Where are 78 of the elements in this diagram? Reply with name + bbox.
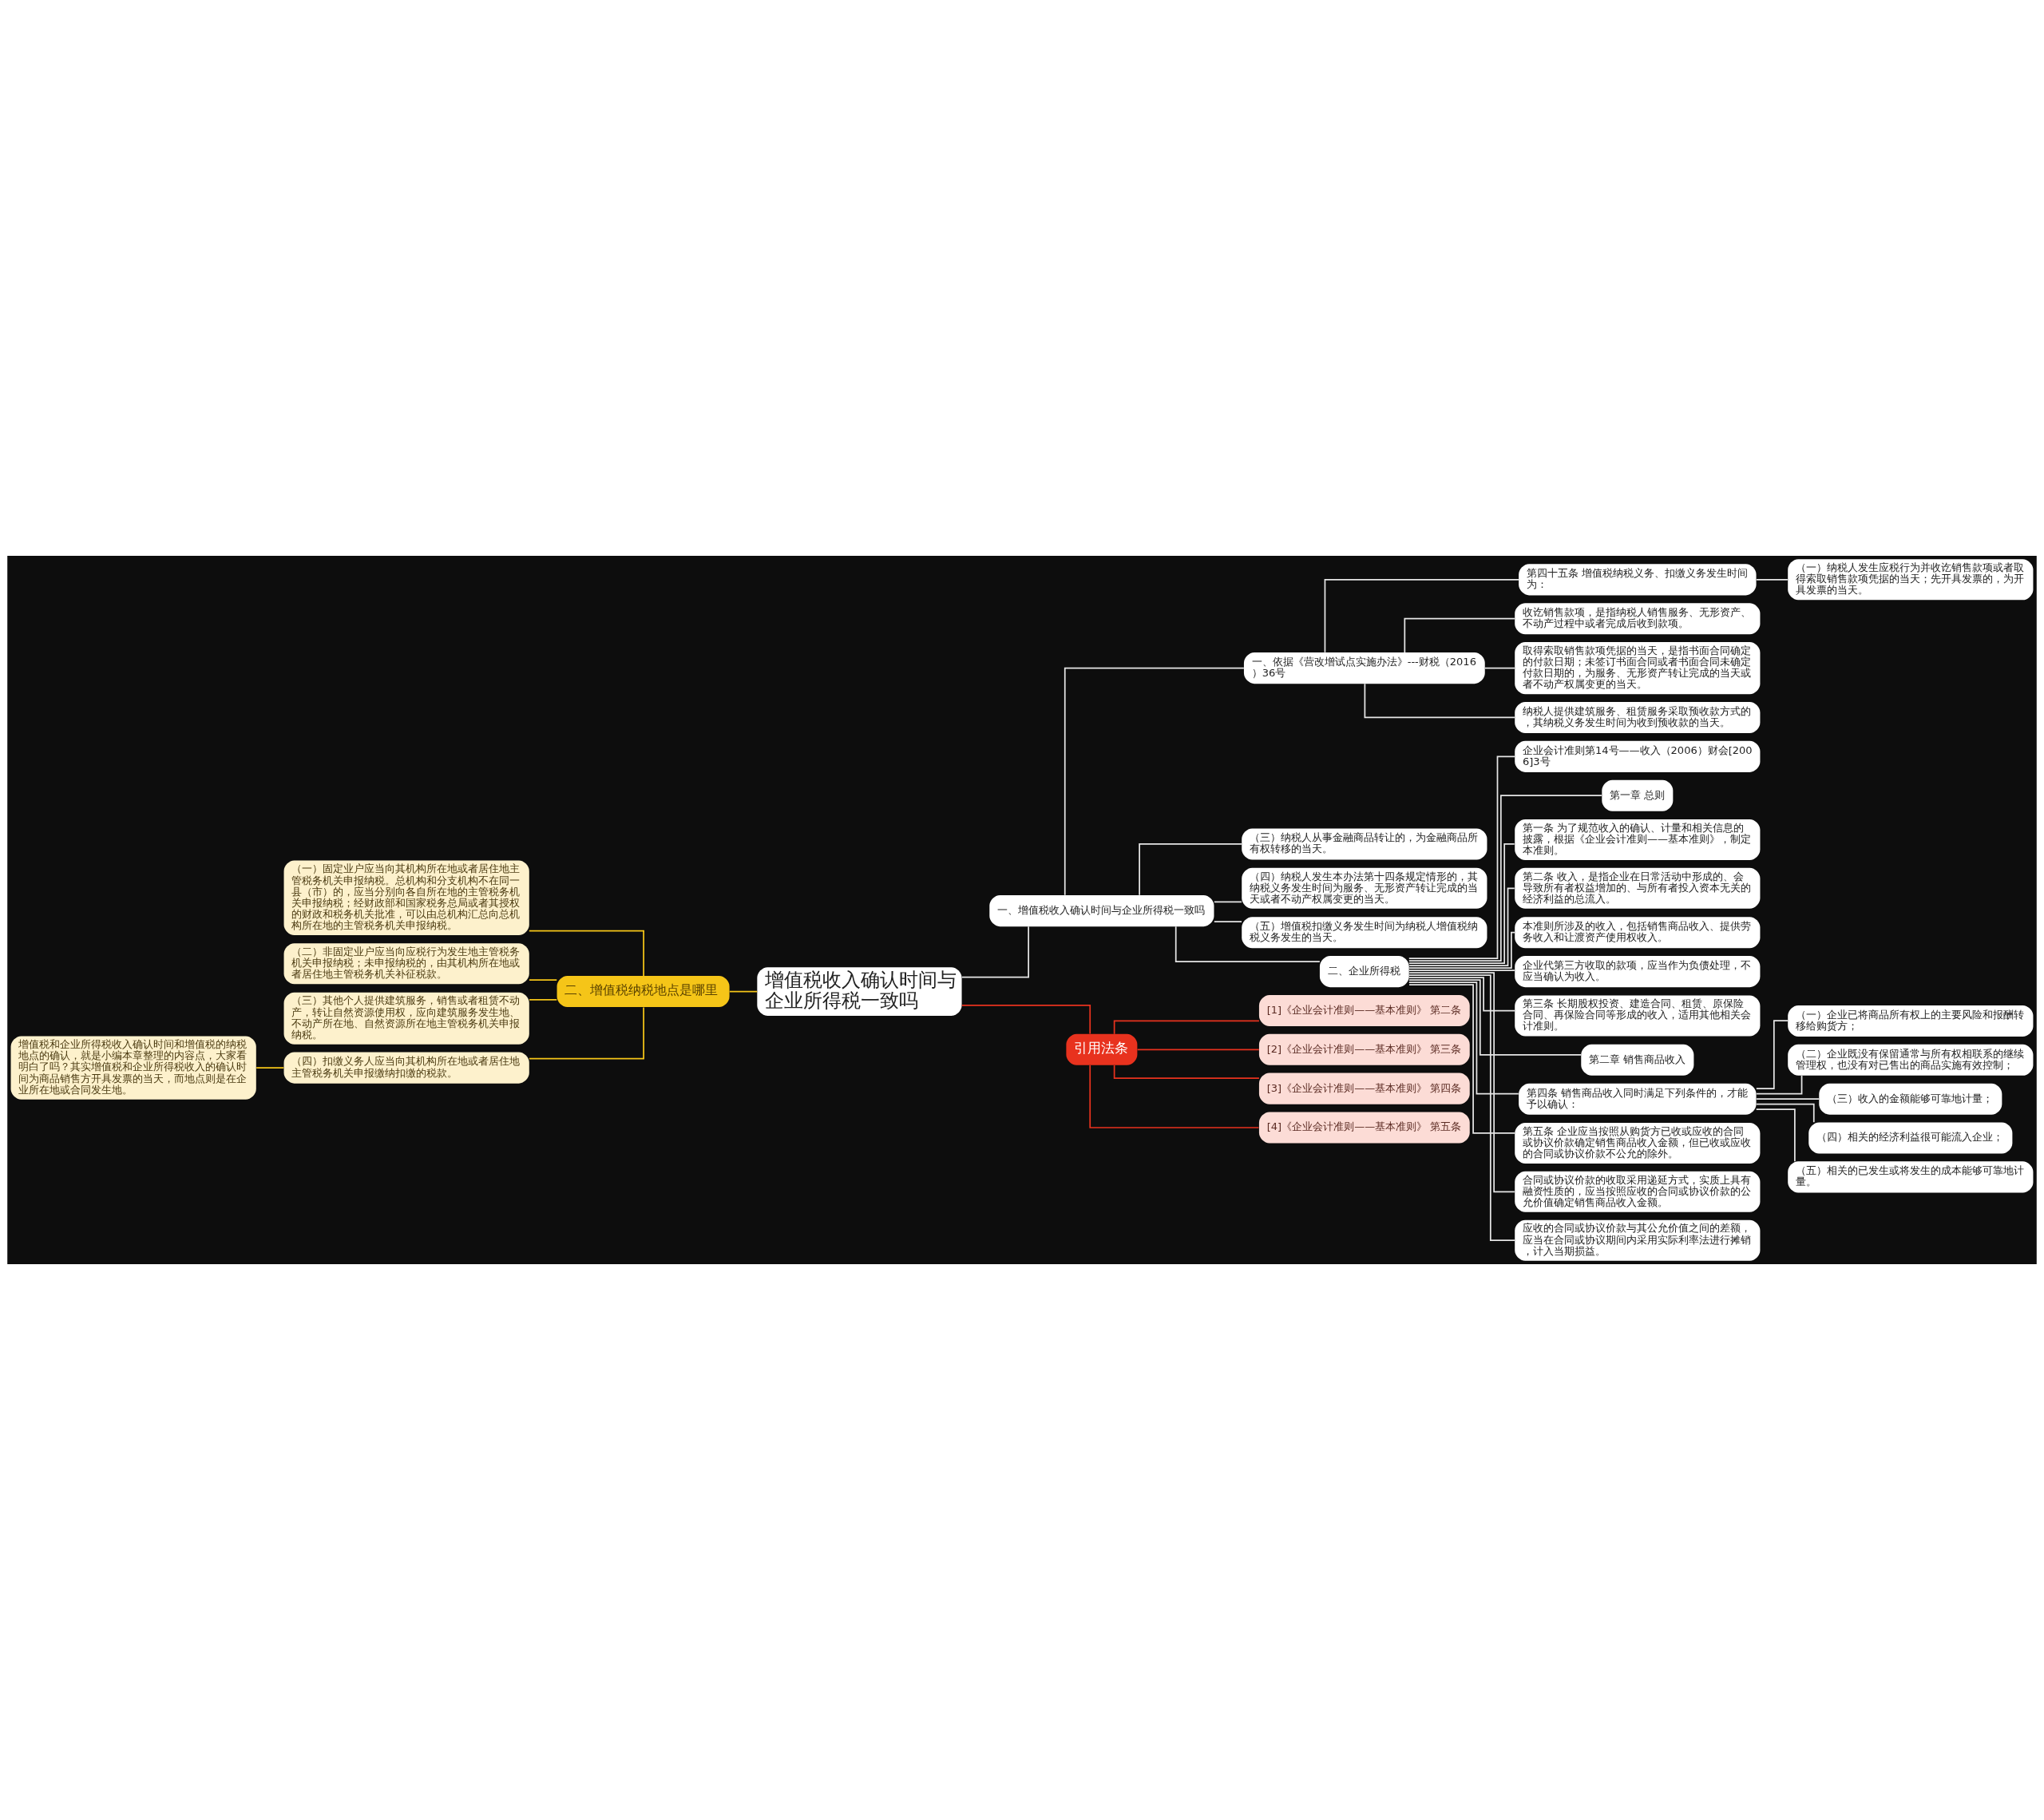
connector (1408, 843, 1515, 964)
connector (1483, 667, 1515, 669)
node-box: 增值税和企业所得税收入确认时间和增值税的纳税地点的确认，就是小编本章整理的内容点，大家看明白了吗？其实增值税和企业所得税收入的确认时间为商品销售方开具发票的当天，而地点则是在企业所在地或合同发生地。 (10, 1036, 256, 1100)
node-box: 引用法条 (1066, 1033, 1138, 1065)
connector (529, 1006, 644, 1060)
connector (1404, 617, 1515, 653)
connector (1113, 1065, 1260, 1079)
connector (1755, 1108, 1796, 1163)
node-box: 收讫销售款项，是指纳税人销售服务、无形资产、不动产过程中或者完成后收到款项。 (1515, 603, 1761, 635)
connector (1755, 1098, 1820, 1100)
connector (1113, 1020, 1260, 1035)
connector (1136, 1049, 1260, 1051)
connector (1408, 795, 1602, 962)
node-box: 应收的合同或协议价款与其公允价值之间的差额，应当在合同或协议期间内采用实际利率法进行摊销，计入当期损益。 (1515, 1219, 1761, 1261)
connector (1408, 931, 1515, 969)
node-box: 第四十五条 增值税纳税义务、扣缴义务发生时间为： (1519, 564, 1757, 596)
connector (1213, 921, 1242, 923)
node-box: 第二条 收入，是指企业在日常活动中形成的、会导致所有者权益增加的、与所有者投入资本无关的经济利益的总流入。 (1515, 867, 1761, 909)
connector (1755, 1020, 1789, 1089)
connector (1324, 579, 1519, 653)
connector (256, 1067, 285, 1069)
connector (1064, 667, 1245, 896)
connector (1408, 755, 1515, 959)
connector (1408, 979, 1583, 1056)
node-box: 一、增值税收入确认时间与企业所得税一致吗 (989, 895, 1214, 927)
connector (961, 926, 1029, 978)
node-box: （四）扣缴义务人应当向其机构所在地或者居住地主管税务机关申报缴纳扣缴的税款。 (283, 1052, 529, 1084)
node-box: （一）纳税人发生应税行为并收讫销售款项或者取得索取销售款项凭据的当天；先开具发票的，为开具发票的当天。 (1788, 559, 2034, 601)
node-box: 二、企业所得税 (1319, 956, 1409, 988)
node-box: （二）企业既没有保留通常与所有权相联系的继续管理权，也没有对已售出的商品实施有效控制； (1788, 1044, 2034, 1076)
node-box: 二、增值税纳税地点是哪里 (557, 976, 730, 1008)
node-box: （三）纳税人从事金融商品转让的，为金融商品所有权转移的当天。 (1242, 828, 1487, 860)
connector (1408, 984, 1515, 1134)
connector (1213, 901, 1242, 903)
node-box: 增值税收入确认时间与企业所得税一致吗 (757, 967, 962, 1016)
connector (1408, 969, 1515, 971)
connector (1755, 579, 1788, 581)
node-box: （五）增值税扣缴义务发生时间为纳税人增值税纳税义务发生的当天。 (1242, 917, 1487, 949)
connector (961, 1005, 1091, 1035)
connector (1175, 926, 1321, 962)
connector (728, 990, 759, 993)
node-box: （四）纳税人发生本办法第十四条规定情形的，其纳税义务发生时间为服务、无形资产转让完成的当天或者不动产权属变更的当天。 (1242, 867, 1487, 909)
node-box: [2]《企业会计准则——基本准则》 第三条 (1258, 1033, 1470, 1065)
node-box: （三）其他个人提供建筑服务，销售或者租赁不动产，转让自然资源使用权，应向建筑服务发生地、不动产所在地、自然资源所在地主管税务机关申报纳税。 (283, 992, 529, 1045)
connector (1755, 1103, 1815, 1124)
connector (1408, 972, 1515, 1193)
node-box: [1]《企业会计准则——基本准则》 第二条 (1258, 994, 1470, 1026)
node-box: 第五条 企业应当按照从购货方已收或应收的合同或协议价款确定销售商品收入金额，但已收或应收的合同或协议价款不公允的除外。 (1515, 1123, 1761, 1164)
connector (529, 999, 558, 1001)
connector (1408, 977, 1515, 1012)
node-box: 纳税人提供建筑服务、租赁服务采取预收款方式的，其纳税义务发生时间为收到预收款的当天。 (1515, 701, 1761, 733)
connector (1408, 981, 1519, 1095)
node-box: 企业会计准则第14号——收入（2006）财会[2006]3号 (1515, 740, 1761, 772)
node-box: （二）非固定业户应当向应税行为发生地主管税务机关申报纳税；未申报纳税的，由其机构所在地或者居住地主管税务机关补征税款。 (283, 943, 529, 985)
node-box: 第一条 为了规范收入的确认、计量和相关信息的披露，根据《企业会计准则——基本准则》，制定本准则。 (1515, 819, 1761, 861)
node-box: （四）相关的经济利益很可能流入企业； (1808, 1122, 2013, 1154)
node-box: 取得索取销售款项凭据的当天，是指书面合同确定的付款日期；未签订书面合同或者书面合同未确定付款日期的，为服务、无形资产转让完成的当天或者不动产权属变更的当天。 (1515, 642, 1761, 695)
node-box: 第三条 长期股权投资、建造合同、租赁、原保险合同、再保险合同等形成的收入，适用其他相关会计准则。 (1515, 995, 1761, 1037)
connector (1408, 887, 1515, 966)
node-box: 本准则所涉及的收入，包括销售商品收入、提供劳务收入和让渡资产使用权收入。 (1515, 917, 1761, 949)
connector (529, 930, 644, 977)
node-box: （一）企业已将商品所有权上的主要风险和报酬转移给购货方； (1788, 1005, 2034, 1037)
node-box: （五）相关的已发生或将发生的成本能够可靠地计量。 (1788, 1161, 2034, 1193)
node-box: 合同或协议价款的收取采用递延方式，实质上具有融资性质的，应当按照应收的合同或协议价款的公允价值确定销售商品收入金额。 (1515, 1171, 1761, 1212)
connector (1755, 1075, 1803, 1095)
node-box: 企业代第三方收取的款项，应当作为负债处理，不应当确认为收入。 (1515, 956, 1761, 988)
node-box: [4]《企业会计准则——基本准则》 第五条 (1258, 1112, 1470, 1144)
connector (1139, 843, 1243, 896)
connector (529, 979, 558, 981)
node-box: 第一章 总则 (1602, 779, 1674, 811)
connector (1089, 1065, 1260, 1128)
connector (1364, 683, 1515, 719)
node-box: （三）收入的金额能够可靠地计量； (1819, 1083, 2002, 1115)
node-box: （一）固定业户应当向其机构所在地或者居住地主管税务机关申报纳税。总机构和分支机构不在同一县（市）的，应当分别向各自所在地的主管税务机关申报纳税；经财政部和国家税务总局或者其授权的财政和税务机关批准，可以由总机构汇总向总机构所在地的主管税务机关申报纳税。 (283, 860, 529, 935)
node-box: 第二章 销售商品收入 (1581, 1044, 1694, 1076)
node-box: 一、依据《营改增试点实施办法》---财税（2016）36号 (1243, 652, 1485, 684)
node-box: [3]《企业会计准则——基本准则》 第四条 (1258, 1073, 1470, 1104)
node-box: 第四条 销售商品收入同时满足下列条件的，才能予以确认： (1519, 1083, 1757, 1115)
